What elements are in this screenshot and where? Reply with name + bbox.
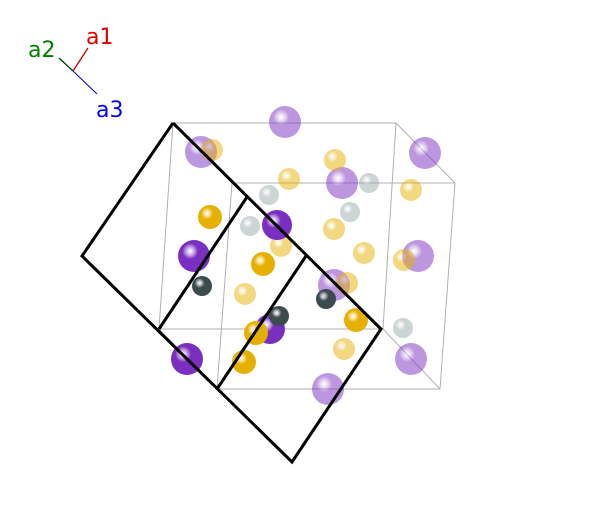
gold-atom — [270, 235, 292, 257]
dark-gray-atom — [192, 276, 212, 296]
gold-atom — [278, 168, 300, 190]
plane-edge — [215, 255, 308, 390]
purple-atom — [409, 137, 441, 169]
dark-gray-atom — [269, 306, 289, 326]
gold-atom — [353, 242, 375, 264]
gold-atom — [336, 272, 358, 294]
gold-atom — [324, 149, 346, 171]
gold-atom — [323, 218, 345, 240]
gold-atom — [344, 308, 368, 332]
a2-axis-label: a2 — [28, 38, 55, 63]
light-gray-atom — [240, 216, 260, 236]
gold-atom — [234, 283, 256, 305]
cell-edge — [439, 182, 456, 390]
cell-edge — [158, 122, 174, 330]
a1-axis-label: a1 — [86, 25, 113, 50]
light-gray-atom — [340, 202, 360, 222]
a3-axis-line — [72, 70, 98, 95]
gold-atom — [333, 338, 355, 360]
plane-edge — [157, 196, 249, 330]
cell-edge — [382, 122, 397, 330]
gold-atom — [400, 179, 422, 201]
a2-axis-line — [58, 57, 74, 72]
axis-indicator: a1 a2 a3 — [28, 25, 123, 123]
purple-atom — [395, 343, 427, 375]
plane-edge — [80, 121, 383, 465]
gold-atom — [251, 252, 275, 276]
dark-gray-atom — [316, 289, 336, 309]
gold-atom — [198, 205, 222, 229]
a3-axis-label: a3 — [96, 98, 123, 123]
gold-atom — [201, 139, 223, 161]
purple-atom — [326, 167, 358, 199]
light-gray-atom — [393, 318, 413, 338]
gold-atom — [393, 249, 415, 271]
light-gray-atom — [359, 173, 379, 193]
a1-axis-line — [72, 47, 89, 72]
purple-atom — [178, 240, 210, 272]
light-gray-atom — [259, 185, 279, 205]
purple-atom — [269, 106, 301, 138]
lattice-plane-outline — [80, 121, 383, 465]
cell-edge — [216, 182, 233, 390]
